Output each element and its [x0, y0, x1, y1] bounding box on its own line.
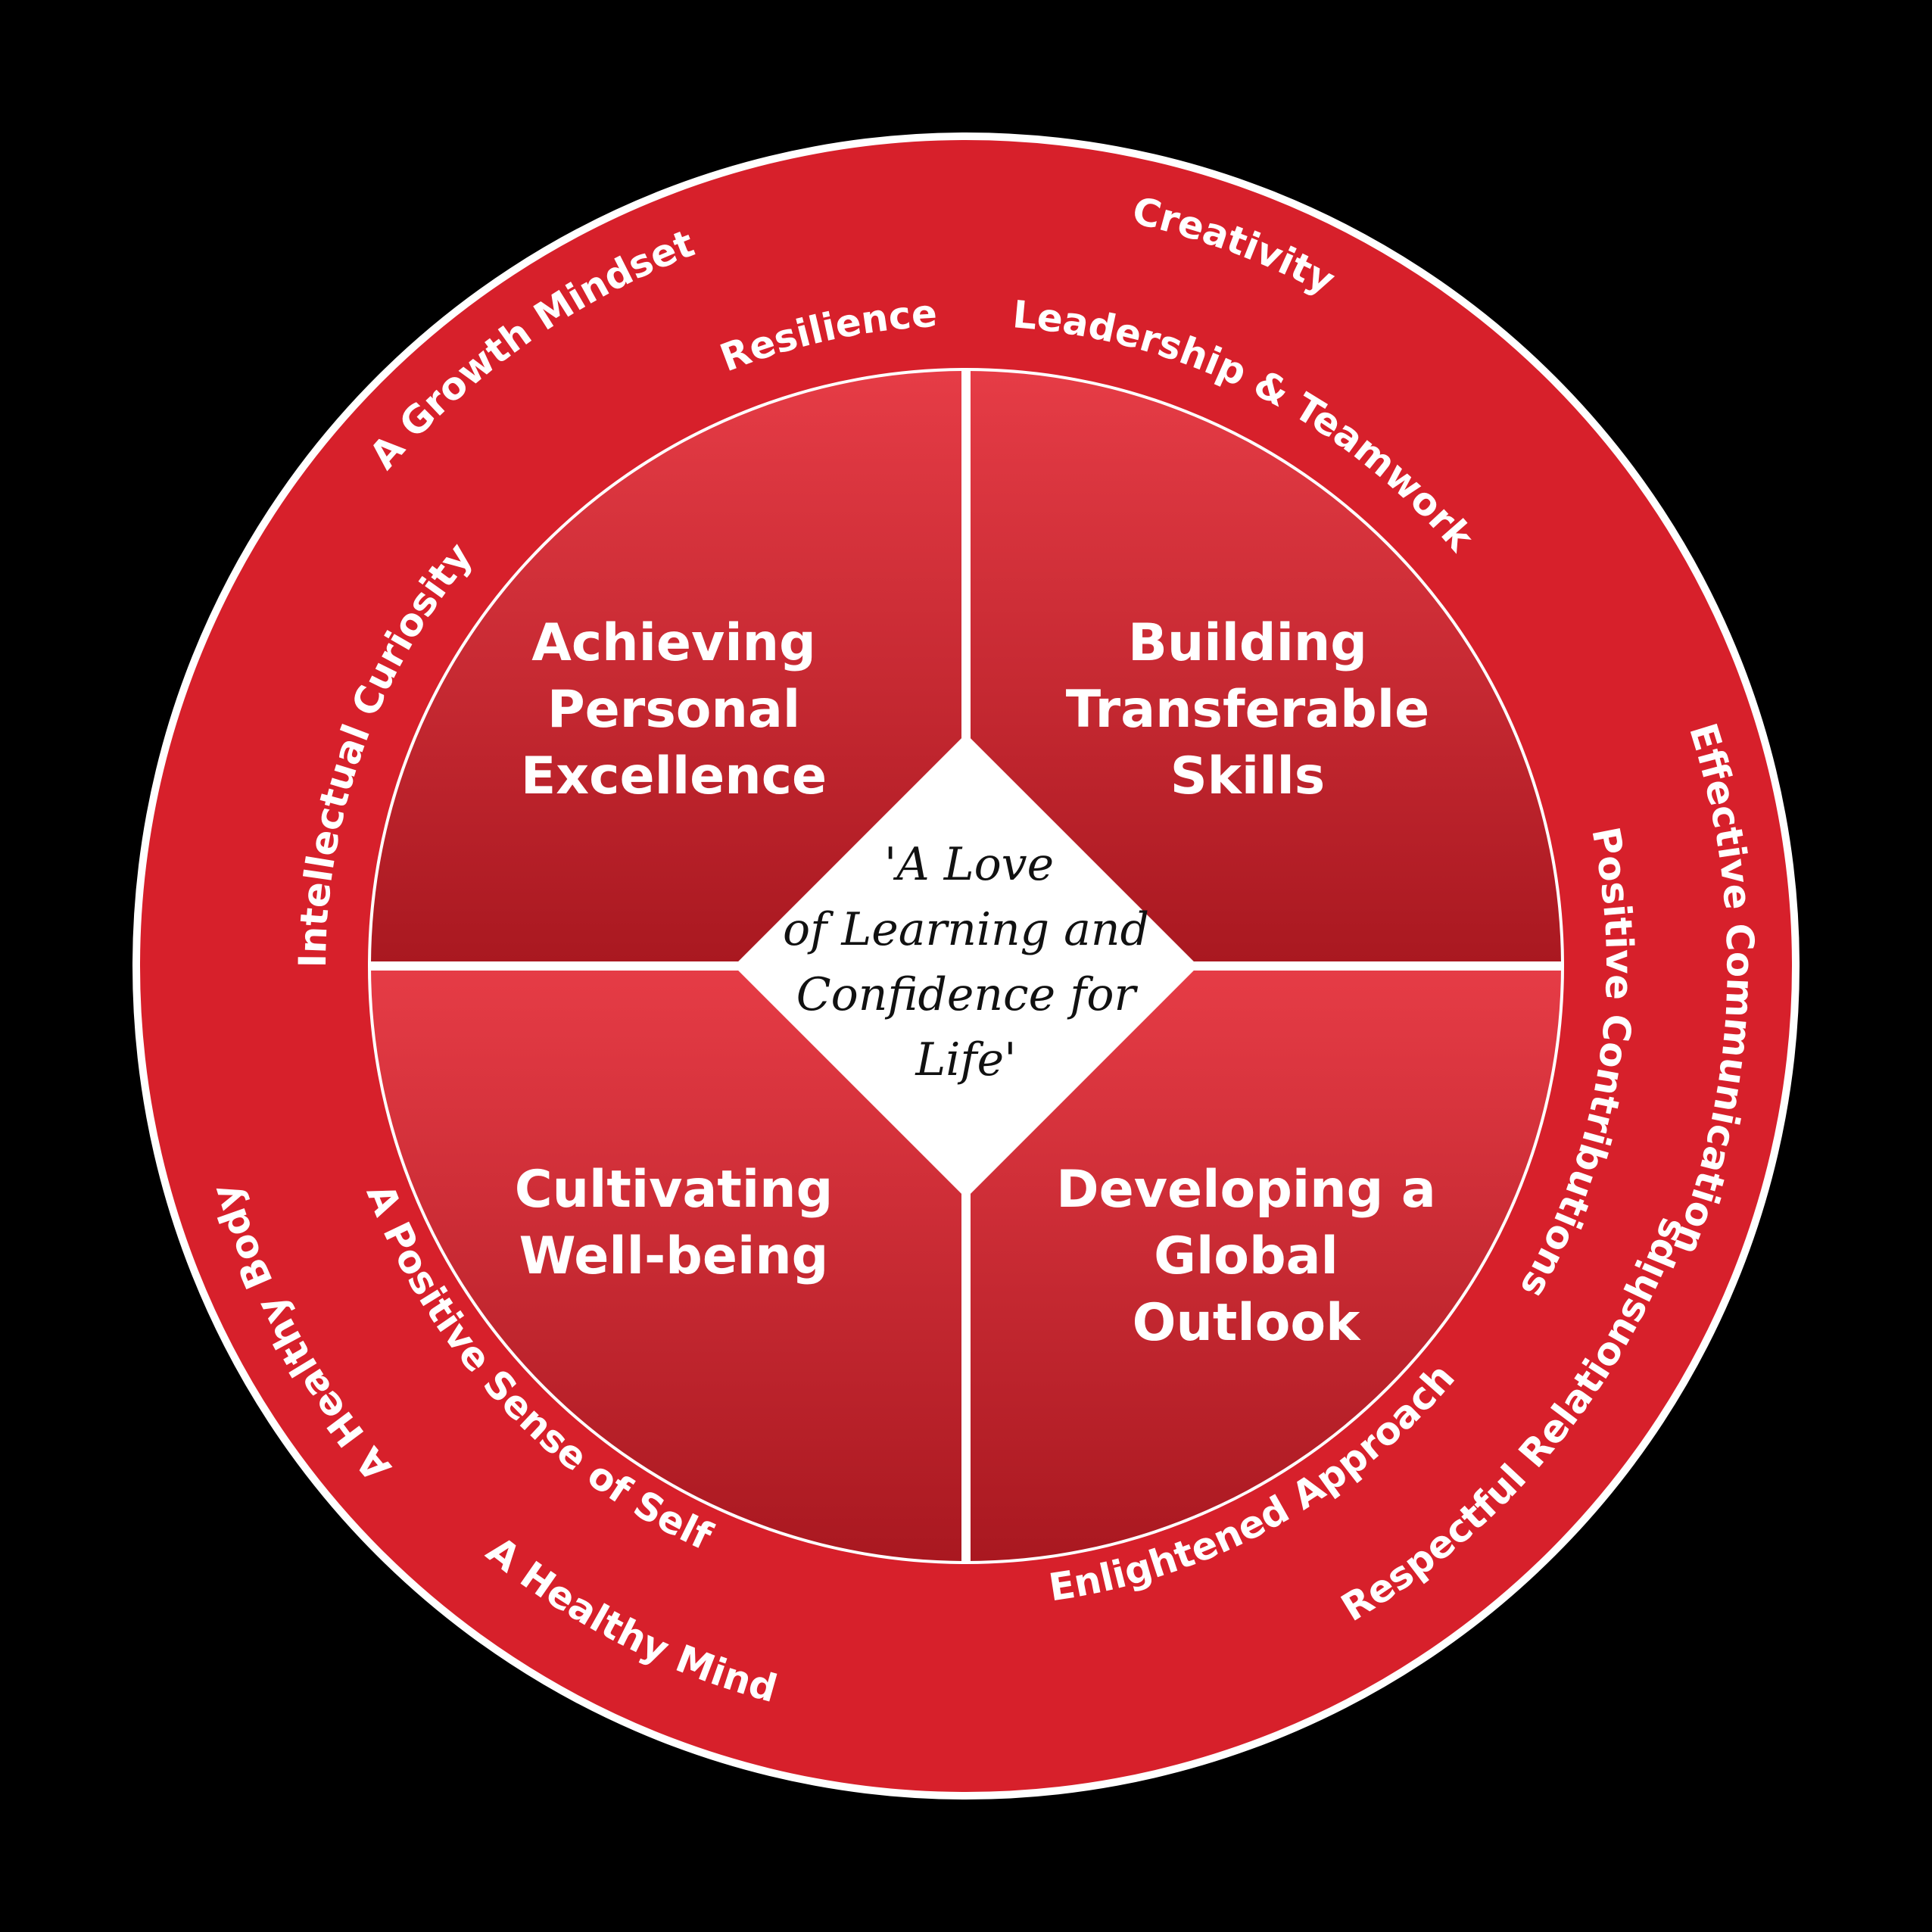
quadrant-title-bottom-right: Developing a Global Outlook: [1056, 1160, 1436, 1353]
quadrant-bottom-right: [966, 966, 1561, 1561]
motto-line-4: Life': [915, 1033, 1016, 1086]
quadrant-title-line: Building: [1128, 613, 1367, 673]
center-diamond: [734, 734, 1198, 1198]
quadrant-group: [371, 371, 1561, 1561]
quadrant-title-line: Well-being: [519, 1226, 829, 1286]
quadrant-title-line: Skills: [1170, 746, 1326, 806]
quadrant-title-line: Outlook: [1133, 1293, 1361, 1353]
quadrant-title-line: Global: [1154, 1226, 1338, 1286]
motto-line-3: Confidence for: [796, 968, 1139, 1021]
quadrant-top-right: [966, 371, 1561, 966]
motto-line-2: of Learning and: [783, 903, 1149, 956]
quadrant-title-line: Achieving: [531, 613, 816, 673]
quadrant-title-line: Developing a: [1056, 1160, 1436, 1220]
quadrant-title-line: Excellence: [521, 746, 827, 806]
motto-line-1: 'A Love: [884, 838, 1054, 891]
quadrant-title-top-right: Building Transferable Skills: [1066, 613, 1429, 806]
center-motto: 'A Love of Learning and Confidence for L…: [783, 838, 1149, 1086]
quadrant-top-left: [371, 371, 966, 966]
quadrant-title-bottom-left: Cultivating Well-being: [515, 1160, 834, 1286]
quadrant-title-line: Transferable: [1066, 680, 1429, 740]
quadrant-title-line: Cultivating: [515, 1160, 834, 1220]
quadrant-title-line: Personal: [547, 680, 800, 740]
quadrant-title-top-left: Achieving Personal Excellence: [521, 613, 827, 806]
quadrant-bottom-left: [371, 966, 966, 1561]
